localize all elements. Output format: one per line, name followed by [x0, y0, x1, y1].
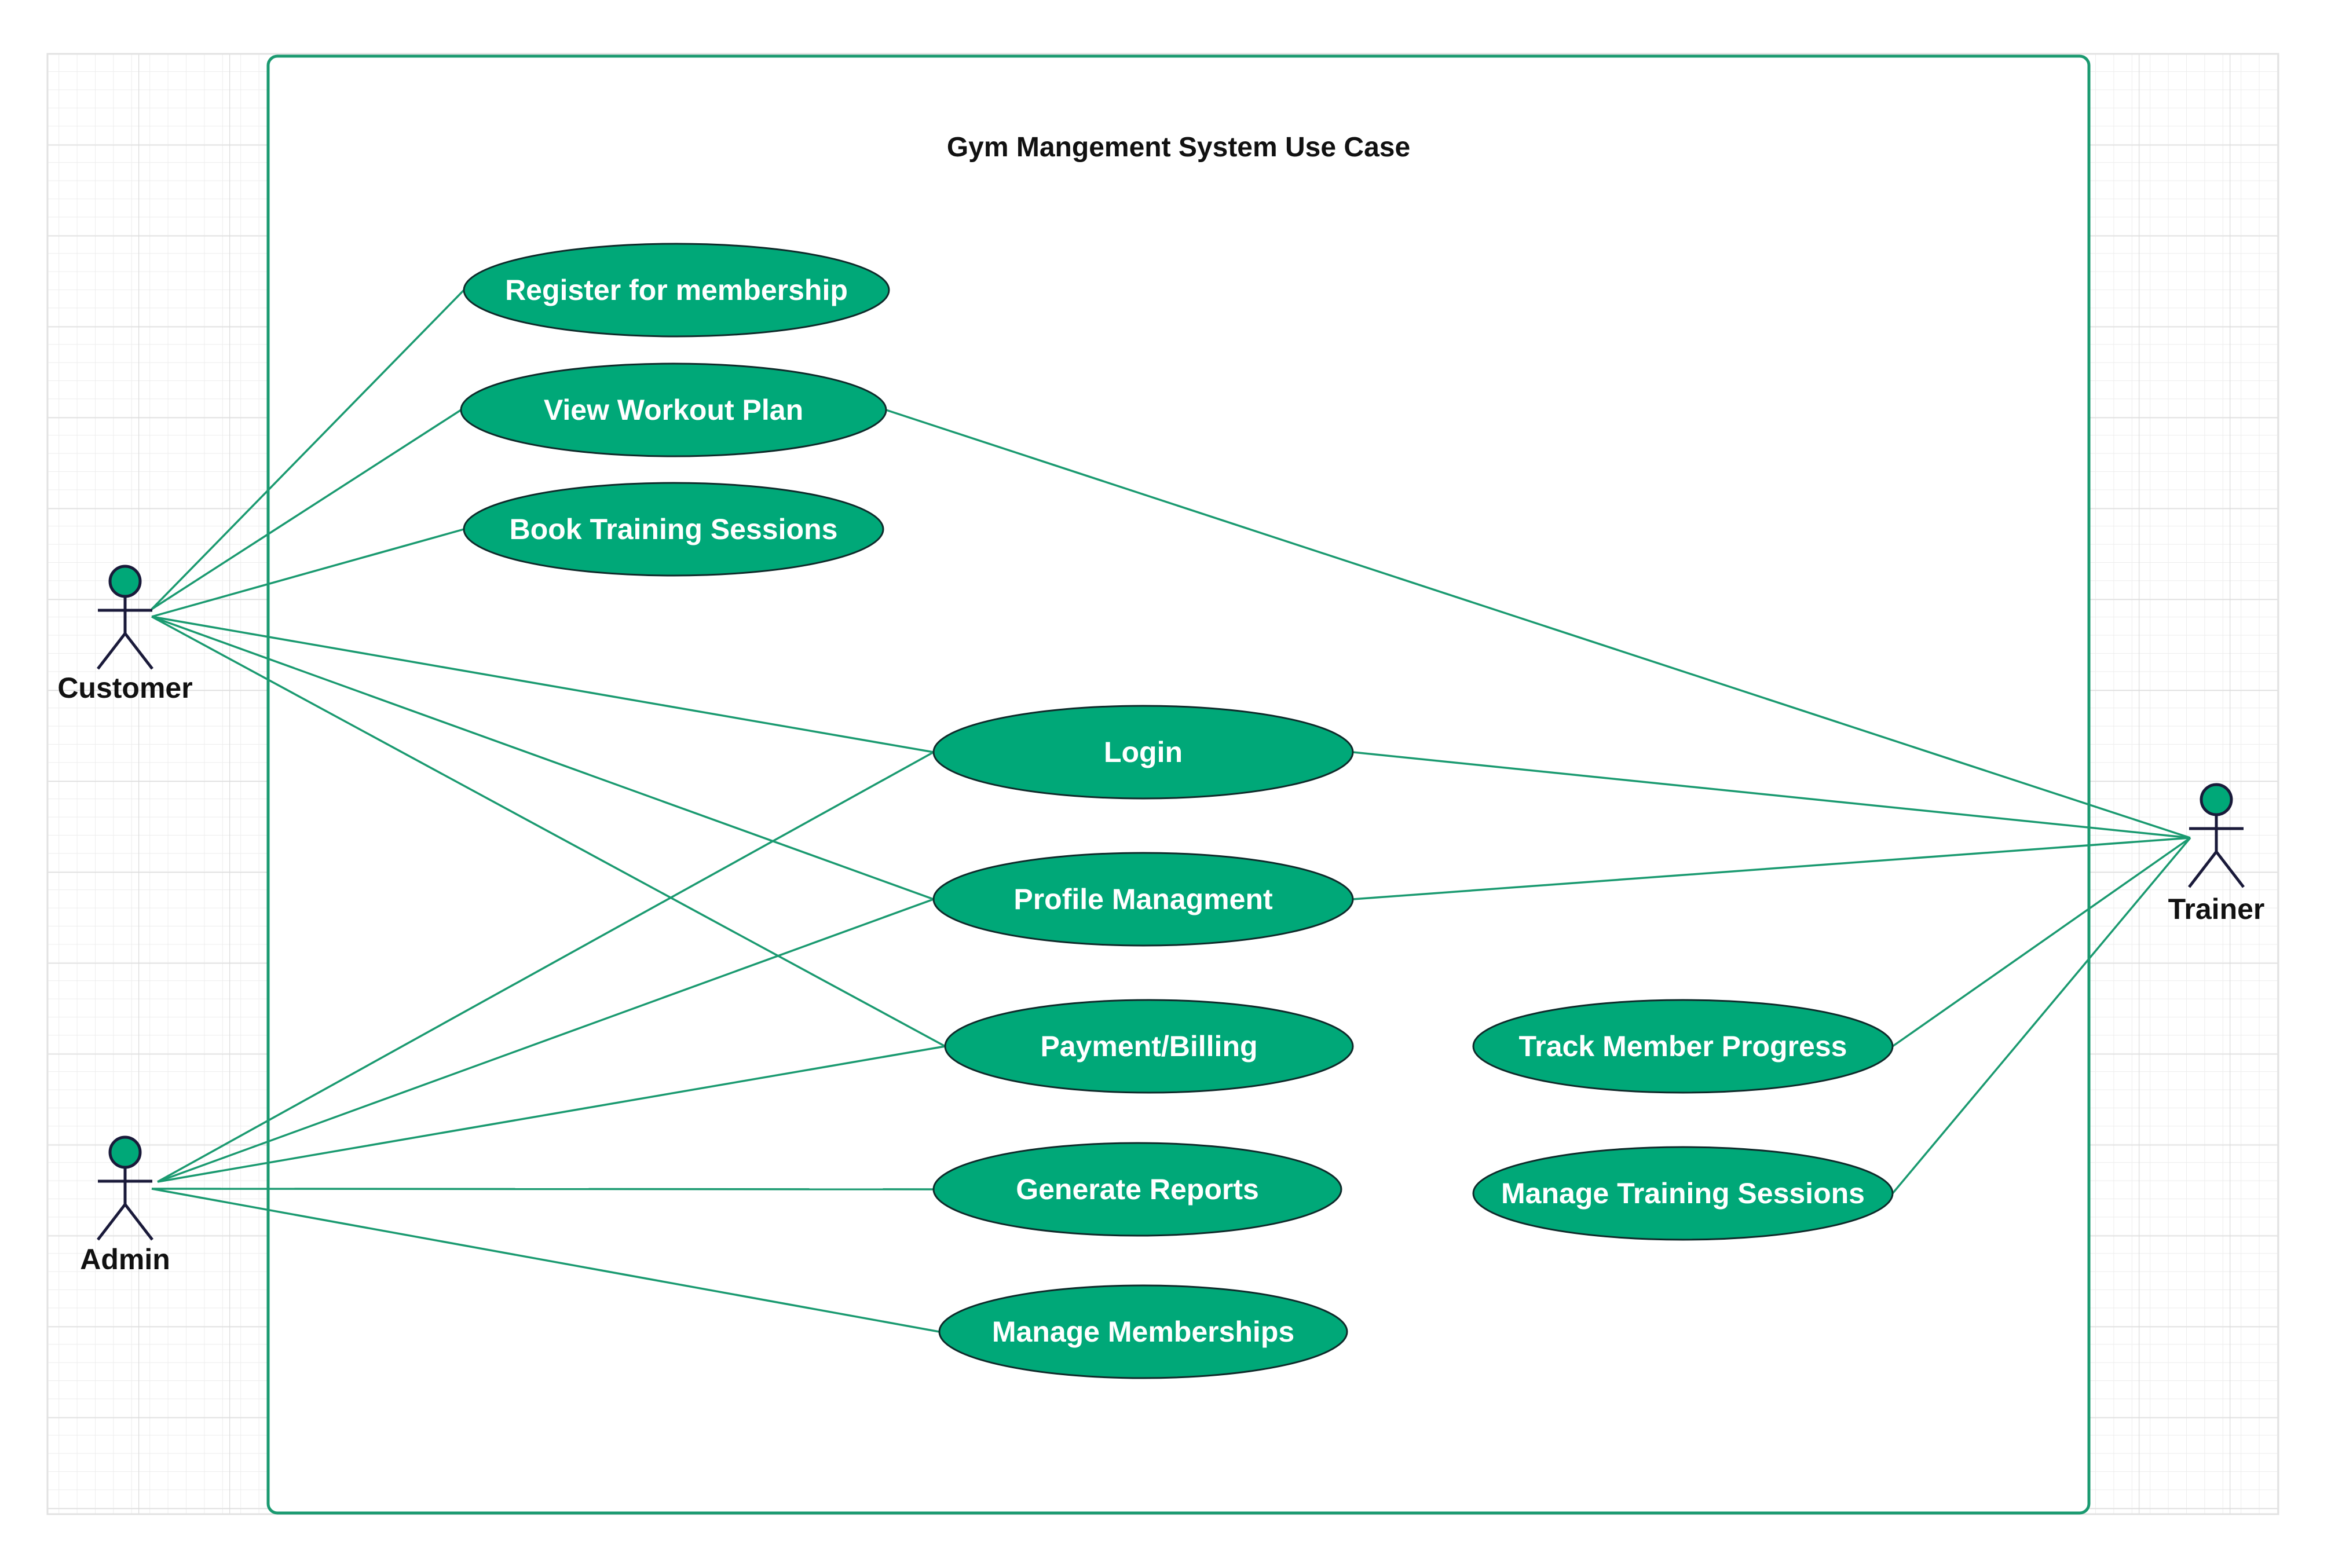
actor-left-leg-icon — [97, 1203, 126, 1241]
association-admin-manage_memberships[interactable] — [151, 1188, 940, 1333]
actor-customer[interactable]: Customer — [57, 565, 193, 704]
use-case-payment[interactable]: Payment/Billing — [944, 999, 1354, 1094]
use-case-book-training[interactable]: Book Training Sessions — [463, 482, 884, 577]
use-case-manage-training[interactable]: Manage Training Sessions — [1472, 1146, 1894, 1241]
use-case-view-workout[interactable]: View Workout Plan — [460, 362, 887, 457]
association-customer-login[interactable] — [151, 616, 934, 753]
use-case-ellipse[interactable] — [944, 999, 1354, 1094]
association-admin-profile[interactable] — [157, 898, 934, 1183]
use-case-ellipse[interactable] — [938, 1284, 1348, 1379]
association-admin-login[interactable] — [157, 751, 934, 1183]
use-case-label: Login — [1104, 736, 1183, 768]
actor-label: Admin — [80, 1243, 170, 1276]
diagram-title: Gym Mangement System Use Case — [947, 132, 1410, 163]
use-case-label: Register for membership — [505, 274, 848, 306]
association-customer-view_workout[interactable] — [151, 409, 462, 610]
actor-admin[interactable]: Admin — [80, 1135, 170, 1276]
use-case-register[interactable]: Register for membership — [463, 243, 890, 338]
use-case-track-progress[interactable]: Track Member Progress — [1472, 999, 1894, 1094]
association-trainer-login[interactable] — [1352, 751, 2191, 839]
use-case-label: View Workout Plan — [544, 394, 803, 426]
use-case-profile[interactable]: Profile Managment — [932, 852, 1354, 947]
use-case-manage-memberships[interactable]: Manage Memberships — [938, 1284, 1348, 1379]
association-trainer-manage_training[interactable] — [1891, 837, 2191, 1195]
use-case-label: Manage Memberships — [992, 1316, 1294, 1348]
association-admin-payment[interactable] — [157, 1045, 946, 1183]
association-customer-profile[interactable] — [151, 616, 934, 900]
association-trainer-view_workout[interactable] — [885, 409, 2191, 839]
association-customer-register[interactable] — [151, 289, 465, 610]
use-case-ellipse[interactable] — [460, 362, 887, 457]
actor-head-icon — [2200, 783, 2233, 816]
use-case-ellipse[interactable] — [932, 852, 1354, 947]
use-case-label: Track Member Progress — [1519, 1030, 1847, 1063]
use-case-ellipse[interactable] — [932, 1142, 1342, 1237]
actor-right-leg-icon — [124, 1203, 153, 1241]
association-trainer-profile[interactable] — [1352, 837, 2191, 900]
actor-right-leg-icon — [124, 632, 153, 670]
use-case-generate-reports[interactable]: Generate Reports — [932, 1142, 1342, 1237]
use-case-ellipse[interactable] — [932, 705, 1354, 800]
actor-label: Customer — [57, 672, 192, 704]
use-case-label: Generate Reports — [1016, 1173, 1259, 1206]
association-customer-book_training[interactable] — [151, 528, 464, 618]
actor-head-icon — [108, 565, 142, 598]
associations-layer — [151, 289, 2191, 1333]
use-case-label: Book Training Sessions — [510, 513, 838, 545]
actor-right-leg-icon — [2215, 851, 2245, 888]
use-case-ellipse[interactable] — [1472, 1146, 1894, 1241]
use-case-login[interactable]: Login — [932, 705, 1354, 800]
association-customer-payment[interactable] — [151, 616, 946, 1047]
use-case-label: Profile Managment — [1013, 883, 1273, 915]
use-case-ellipse[interactable] — [1472, 999, 1894, 1094]
actor-trainer[interactable]: Trainer — [2168, 783, 2265, 925]
use-case-ellipse[interactable] — [463, 243, 890, 338]
actor-label: Trainer — [2168, 893, 2265, 925]
association-trainer-track_progress[interactable] — [1891, 837, 2191, 1047]
actor-head-icon — [108, 1135, 142, 1169]
actor-left-leg-icon — [2188, 851, 2217, 888]
use-case-ellipse[interactable] — [463, 482, 884, 577]
use-case-label: Manage Training Sessions — [1501, 1177, 1865, 1210]
actor-left-leg-icon — [97, 632, 126, 670]
use-case-label: Payment/Billing — [1040, 1030, 1257, 1063]
